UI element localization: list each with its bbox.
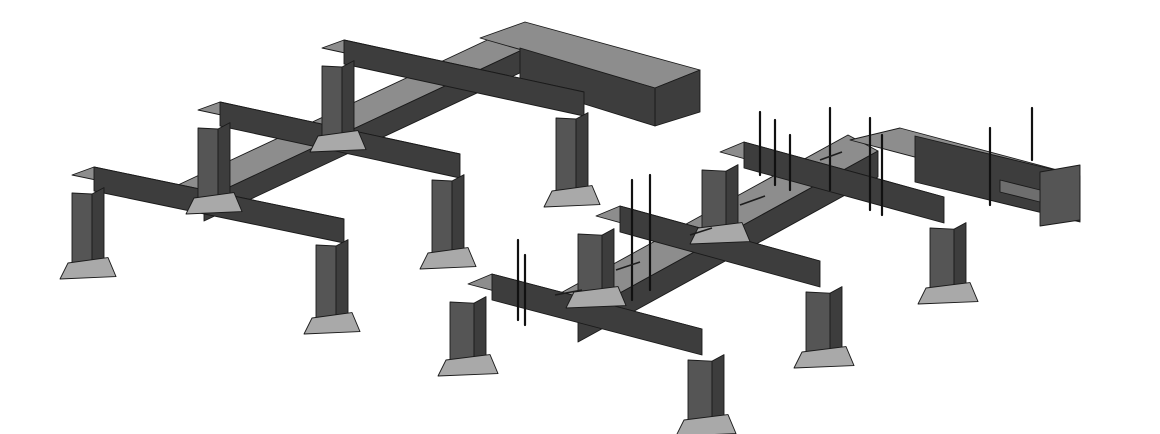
front-elbow-arm-right-leg-base-plate <box>676 414 737 434</box>
end-box-side <box>519 47 656 127</box>
middle-elbow-arm-right-leg-side <box>829 286 843 355</box>
fitted-duct-assembly <box>437 106 1081 434</box>
front-elbow-arm-left-leg-side <box>473 296 487 363</box>
front-elbow-arm-left-leg-front <box>449 301 475 363</box>
middle-arm-left-leg-side <box>217 122 231 201</box>
upper-run-end <box>1039 164 1081 227</box>
front-arm-left-leg-side <box>91 187 105 266</box>
front-elbow-arm-right-leg-front <box>687 359 713 423</box>
rear-elbow-arm-left-leg-front <box>701 169 727 231</box>
middle-arm-right-leg-front <box>431 179 453 256</box>
rear-elbow-arm-right-leg-front <box>929 227 955 291</box>
rear-arm-right-leg-side <box>575 112 589 194</box>
rear-elbow-arm-right-leg-side <box>953 222 967 291</box>
middle-elbow-arm-right-leg-base-plate <box>793 346 855 369</box>
middle-arm-right-leg-base-plate <box>419 247 477 270</box>
flange-seam-4 <box>739 195 766 206</box>
middle-elbow-arm-right-leg-front <box>805 291 831 355</box>
rear-arm-left-leg-side <box>341 60 355 139</box>
middle-elbow-arm-left-leg-side <box>601 228 615 295</box>
front-arm-right-leg-base-plate <box>303 312 361 335</box>
flange-seam-1 <box>554 289 583 296</box>
middle-arm-right-leg-side <box>451 174 465 256</box>
front-elbow-arm-left-leg-base-plate <box>437 354 499 377</box>
rear-elbow-arm-right-leg-base-plate <box>917 282 979 305</box>
access-door <box>999 179 1041 203</box>
rear-elbow-arm-side <box>743 141 945 224</box>
flange-seam-3 <box>689 227 713 236</box>
rear-arm-right-leg-base-plate <box>543 185 601 208</box>
front-arm-right-leg-front <box>315 244 337 321</box>
front-arm-left-leg-front <box>71 192 93 266</box>
flange-seam-2 <box>615 261 641 271</box>
flange-seam-5 <box>819 151 843 161</box>
plain-duct-assembly <box>59 21 701 335</box>
middle-elbow-arm-left-leg-front <box>577 233 603 295</box>
middle-elbow-arm-left-leg-base-plate <box>565 286 627 309</box>
front-arm-left-leg-base-plate <box>59 257 117 280</box>
middle-elbow-arm-side <box>619 205 821 288</box>
middle-arm-left-leg-front <box>197 127 219 201</box>
middle-arm-left-leg-base-plate <box>185 192 243 215</box>
rear-arm-left-leg-front <box>321 65 343 139</box>
rear-arm-right-leg-front <box>555 117 577 194</box>
rear-arm-left-leg-base-plate <box>309 130 367 153</box>
front-elbow-arm-right-leg-side <box>711 354 725 423</box>
rear-elbow-arm-left-leg-side <box>725 164 739 231</box>
front-elbow-arm-side <box>491 273 703 356</box>
front-arm-right-leg-side <box>335 239 349 321</box>
